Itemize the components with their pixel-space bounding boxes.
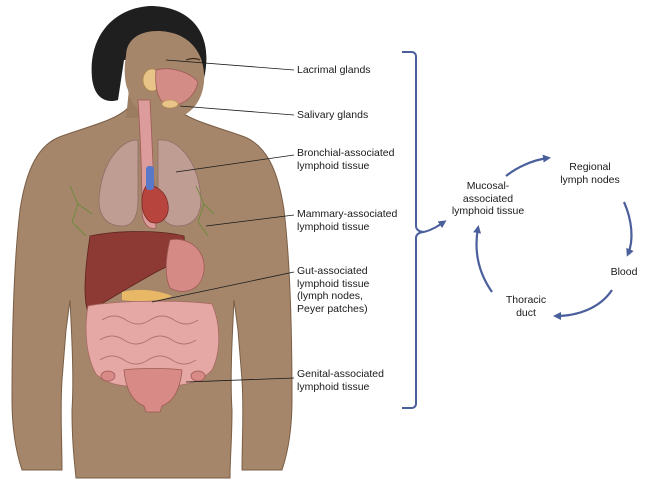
leader-line-salivary (180, 106, 294, 115)
arrow-regional-to-blood (624, 202, 631, 254)
label-blood: Blood (602, 266, 646, 279)
bracket-arrow (424, 222, 444, 232)
bracket (402, 52, 424, 408)
label-thoracic-duct: Thoracic duct (496, 294, 556, 319)
arrow-mucosal-to-regional (506, 158, 548, 176)
label-mammary-associated-lymphoid-tissue: Mammary-associated lymphoid tissue (297, 208, 397, 233)
label-genital-associated-lymphoid-tissue: Genital-associated lymphoid tissue (297, 368, 384, 393)
aorta (146, 166, 154, 190)
label-lacrimal-glands: Lacrimal glands (297, 64, 371, 77)
salivary-gland (162, 100, 178, 108)
arrow-blood-to-thoracic (556, 290, 612, 316)
arrow-thoracic-to-mucosal (477, 228, 492, 292)
label-mucosal-associated-lymphoid-tissue: Mucosal- associated lymphoid tissue (440, 180, 536, 218)
label-gut-associated-lymphoid-tissue: Gut-associated lymphoid tissue (lymph no… (297, 265, 369, 315)
label-salivary-glands: Salivary glands (297, 109, 368, 122)
ovary-left (101, 371, 115, 381)
label-regional-lymph-nodes: Regional lymph nodes (552, 161, 628, 186)
label-bronchial-associated-lymphoid-tissue: Bronchial-associated lymphoid tissue (297, 147, 394, 172)
ovary-right (191, 371, 205, 381)
